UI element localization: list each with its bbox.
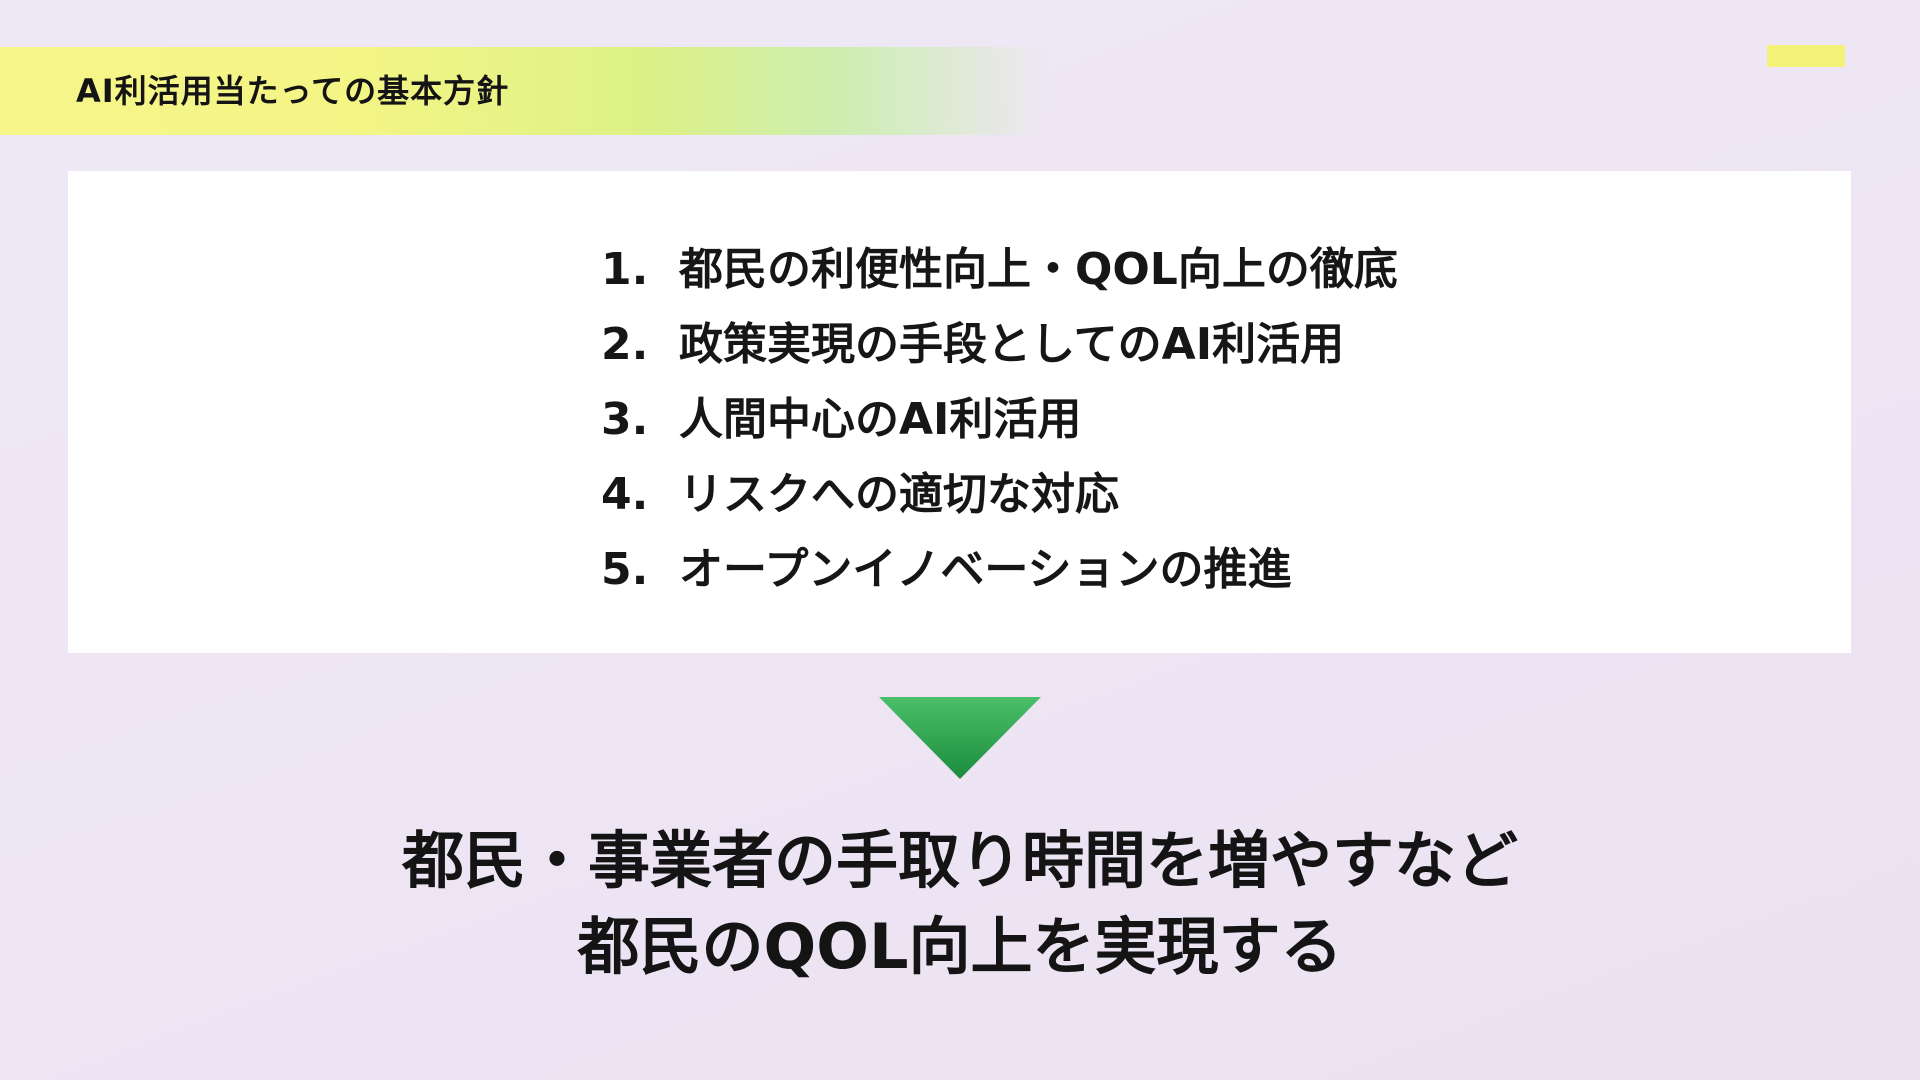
policy-number: 2.: [601, 319, 649, 370]
down-triangle-arrow-icon: [879, 697, 1041, 779]
policy-item: 1. 都民の利便性向上・QOL向上の徹底: [601, 232, 1398, 307]
policy-list: 1. 都民の利便性向上・QOL向上の徹底 2. 政策実現の手段としてのAI利活用…: [601, 232, 1398, 607]
policy-number: 3.: [601, 394, 649, 445]
title-band: AI利活用当たっての基本方針: [0, 47, 1050, 135]
policy-text: 人間中心のAI利活用: [679, 394, 1082, 445]
policy-item: 4. リスクへの適切な対応: [601, 457, 1398, 532]
policy-text: 政策実現の手段としてのAI利活用: [679, 319, 1345, 370]
conclusion-line-1: 都民・事業者の手取り時間を増やすなど: [401, 824, 1518, 897]
corner-accent-bar: [1767, 45, 1845, 67]
policy-number: 5.: [601, 544, 649, 595]
policy-text: オープンイノベーションの推進: [679, 544, 1292, 595]
policy-item: 3. 人間中心のAI利活用: [601, 382, 1398, 457]
policy-number: 1.: [601, 244, 649, 295]
policy-text: 都民の利便性向上・QOL向上の徹底: [679, 244, 1398, 295]
policy-number: 4.: [601, 469, 649, 520]
page-title: AI利活用当たっての基本方針: [76, 72, 510, 110]
conclusion-statement: 都民・事業者の手取り時間を増やすなど 都民のQOL向上を実現する: [0, 818, 1920, 990]
policy-item: 5. オープンイノベーションの推進: [601, 532, 1398, 607]
policy-card: 1. 都民の利便性向上・QOL向上の徹底 2. 政策実現の手段としてのAI利活用…: [68, 171, 1851, 653]
conclusion-line-2: 都民のQOL向上を実現する: [577, 910, 1343, 983]
policy-item: 2. 政策実現の手段としてのAI利活用: [601, 307, 1398, 382]
policy-text: リスクへの適切な対応: [679, 469, 1119, 520]
